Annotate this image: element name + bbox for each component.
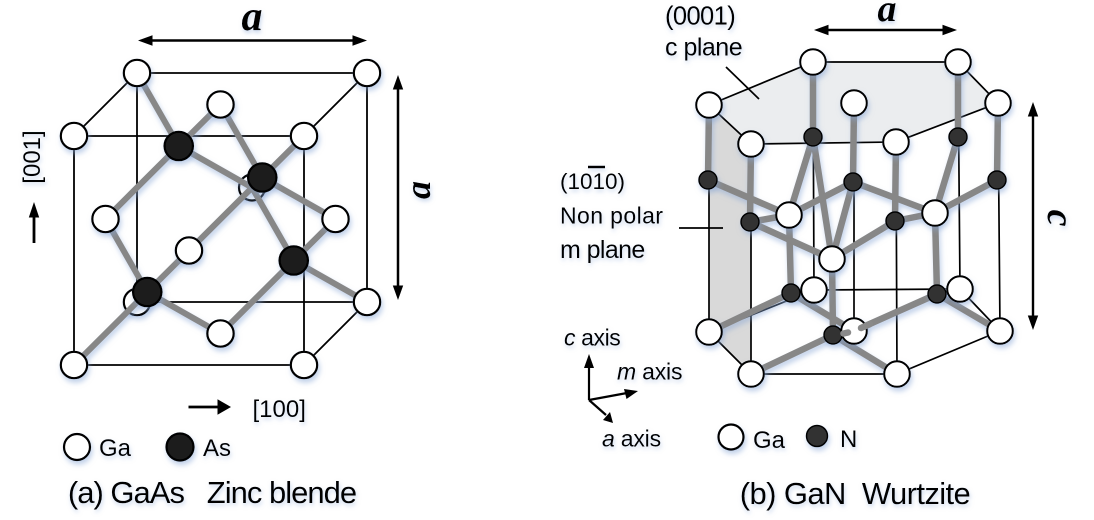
svg-text:As: As bbox=[203, 435, 231, 462]
svg-text:[001]: [001] bbox=[19, 130, 46, 183]
svg-text:N: N bbox=[840, 426, 857, 453]
svg-text:c: c bbox=[1039, 210, 1081, 227]
svg-text:c axis: c axis bbox=[564, 325, 620, 351]
svg-text:(b) GaN Wurtzite: (b) GaN Wurtzite bbox=[740, 476, 970, 511]
svg-text:Non polar: Non polar bbox=[560, 203, 663, 229]
svg-text:a: a bbox=[398, 181, 438, 199]
svg-text:(a) GaAs Zinc blende: (a) GaAs Zinc blende bbox=[68, 475, 356, 510]
svg-text:Ga: Ga bbox=[753, 427, 786, 454]
svg-text:(1010): (1010) bbox=[560, 169, 625, 194]
svg-text:Ga: Ga bbox=[99, 435, 132, 462]
svg-text:a: a bbox=[242, 0, 263, 40]
svg-text:m axis: m axis bbox=[617, 359, 682, 385]
svg-text:a: a bbox=[878, 0, 897, 30]
svg-text:m plane: m plane bbox=[560, 236, 645, 264]
svg-text:c plane: c plane bbox=[665, 34, 742, 62]
svg-text:(0001): (0001) bbox=[665, 3, 735, 31]
svg-text:a axis: a axis bbox=[602, 426, 661, 452]
svg-text:[100]: [100] bbox=[253, 396, 306, 423]
